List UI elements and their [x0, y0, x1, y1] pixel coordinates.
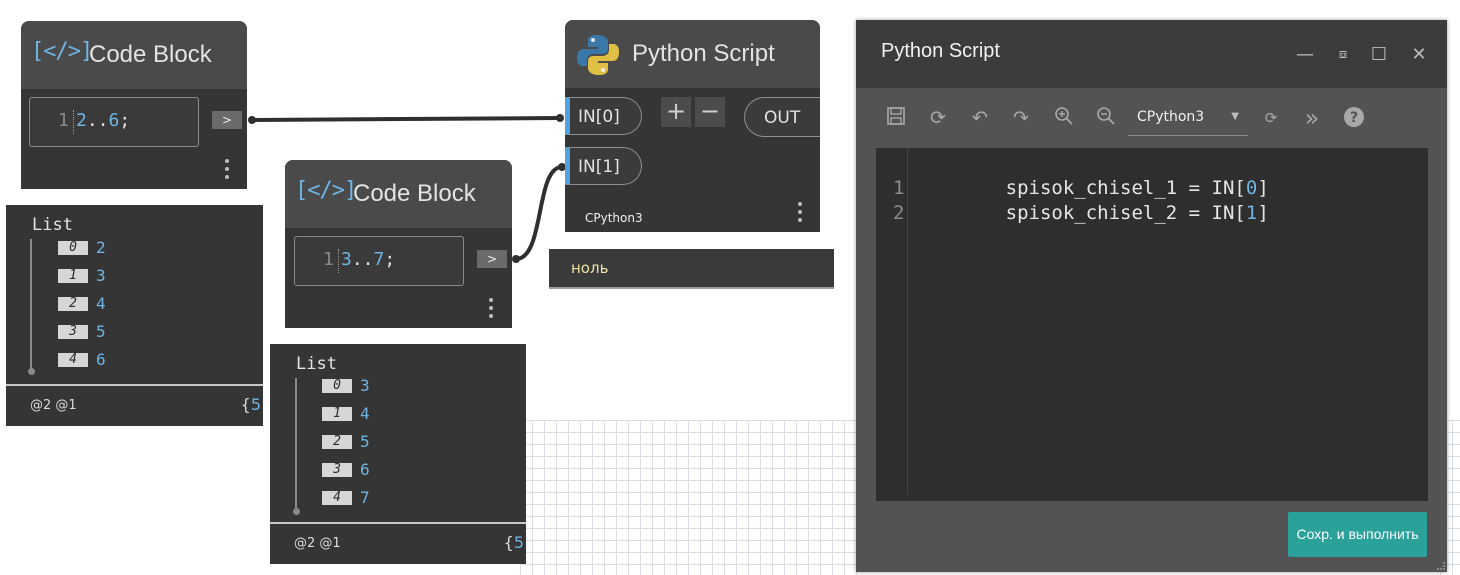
editor-titlebar[interactable]: Python Script — ⧈ ☐ ✕	[856, 20, 1447, 88]
engine-dropdown[interactable]: CPython3 ▼	[1128, 100, 1248, 136]
engine-label: CPython3	[585, 211, 643, 225]
list-count: {5	[503, 533, 524, 552]
code-editor[interactable]: 1 2..6;	[29, 97, 199, 147]
list-levels: @2 @1	[294, 536, 341, 551]
list-value: 3	[96, 266, 106, 285]
run-icon[interactable]: ⟳	[930, 107, 946, 129]
list-tree-line	[295, 378, 297, 510]
zoom-in-icon[interactable]	[1052, 106, 1076, 130]
list-value: 3	[360, 376, 370, 395]
preview-bubble-1: List 0 2 1 3 2 4 3 5 4 6 @2 @1 {5	[6, 205, 263, 426]
svg-text:?: ?	[1350, 110, 1358, 126]
list-index: 2	[322, 435, 352, 449]
node-menu-icon[interactable]	[225, 159, 229, 183]
list-value: 6	[96, 350, 106, 369]
node-title: Code Block	[353, 180, 476, 207]
python-script-node[interactable]: Python Script IN[0] IN[1] + − OUT CPytho…	[565, 20, 820, 232]
maximize-icon[interactable]: ☐	[1370, 44, 1388, 65]
node-menu-icon[interactable]	[798, 202, 802, 226]
output-port[interactable]: OUT	[744, 97, 820, 137]
node-menu-icon[interactable]	[489, 298, 493, 322]
node-header[interactable]	[565, 20, 820, 88]
wire-cb1-to-in0	[251, 116, 561, 122]
list-index: 2	[58, 297, 88, 311]
list-label: List	[296, 354, 337, 374]
list-index: 4	[58, 353, 88, 367]
help-icon[interactable]: ?	[1342, 106, 1366, 130]
migration-icon[interactable]: ⟳​	[1264, 109, 1278, 127]
list-index: 1	[58, 269, 88, 283]
caret	[73, 110, 74, 134]
preview-bubble-2: List 0 3 1 4 2 5 3 6 4 7 @2 @1 {5	[270, 344, 526, 564]
caret	[338, 249, 339, 273]
python-logo-icon	[577, 35, 619, 75]
list-label: List	[32, 215, 73, 235]
preview-footer: @2 @1 {5	[270, 522, 526, 564]
node-result-preview: ноль	[549, 249, 834, 289]
python-editor-window: Python Script — ⧈ ☐ ✕ ⟳ ↶ ↷ CPython3 ▼ ⟳…	[856, 20, 1447, 572]
zoom-out-icon[interactable]	[1094, 106, 1118, 130]
output-port[interactable]: >	[212, 111, 242, 129]
node-header[interactable]	[285, 160, 512, 228]
list-index: 3	[322, 463, 352, 477]
line-number-gutter	[907, 148, 908, 495]
node-title: Python Script	[632, 40, 775, 67]
list-value: 7	[360, 488, 370, 507]
node-title: Code Block	[89, 41, 212, 68]
line-number: 1	[323, 249, 334, 270]
engine-dropdown-value: CPython3	[1137, 109, 1205, 125]
chevron-down-icon: ▼	[1231, 111, 1239, 122]
restore-icon[interactable]: ⧈	[1338, 47, 1348, 62]
list-count: {5	[240, 395, 261, 414]
list-value: 2	[96, 238, 106, 257]
list-value: 5	[360, 432, 370, 451]
preview-footer: @2 @1 {5	[6, 384, 263, 426]
close-icon[interactable]: ✕	[1411, 44, 1427, 65]
list-levels: @2 @1	[30, 398, 77, 413]
list-tree-line	[30, 239, 32, 369]
output-port[interactable]: >	[477, 250, 507, 268]
save-and-run-button[interactable]: Сохр. и выполнить	[1288, 512, 1427, 557]
save-icon[interactable]	[884, 106, 908, 130]
input-port-1[interactable]: IN[1]	[565, 147, 642, 185]
code-block-icon: [</>]	[31, 39, 93, 64]
node-header[interactable]	[21, 21, 247, 89]
minimize-icon[interactable]: —	[1296, 44, 1314, 65]
line-number: 1	[58, 110, 69, 131]
input-port-0[interactable]: IN[0]	[565, 97, 642, 135]
more-icon[interactable]: »	[1304, 104, 1320, 132]
list-tree-end	[293, 508, 300, 515]
list-value: 4	[360, 404, 370, 423]
list-value: 6	[360, 460, 370, 479]
list-index: 1	[322, 407, 352, 421]
code-block-icon: [</>]	[295, 178, 357, 203]
code-editor[interactable]: 1 3..7;	[294, 236, 464, 286]
list-index: 0	[58, 241, 88, 255]
editor-title: Python Script	[881, 40, 1000, 62]
code-text: 2..6;	[76, 110, 131, 131]
code-block-node-2[interactable]: [</>] Code Block 1 3..7; >	[285, 160, 512, 328]
resize-grip[interactable]	[1437, 562, 1445, 570]
result-text: ноль	[571, 259, 609, 277]
code-text: 3..7;	[341, 249, 396, 270]
canvas-grid	[520, 420, 860, 575]
wire-cb2-to-in1	[515, 165, 563, 261]
list-index: 3	[58, 325, 88, 339]
list-value: 5	[96, 322, 106, 341]
list-tree-end	[28, 368, 35, 375]
redo-icon[interactable]: ↷	[1013, 107, 1029, 129]
list-value: 4	[96, 294, 106, 313]
remove-input-button[interactable]: −	[695, 97, 725, 127]
code-block-node-1[interactable]: [</>] Code Block 1 2..6; >	[21, 21, 247, 189]
undo-icon[interactable]: ↶	[972, 107, 988, 129]
list-index: 4	[322, 491, 352, 505]
list-index: 0	[322, 379, 352, 393]
add-input-button[interactable]: +	[661, 97, 691, 127]
